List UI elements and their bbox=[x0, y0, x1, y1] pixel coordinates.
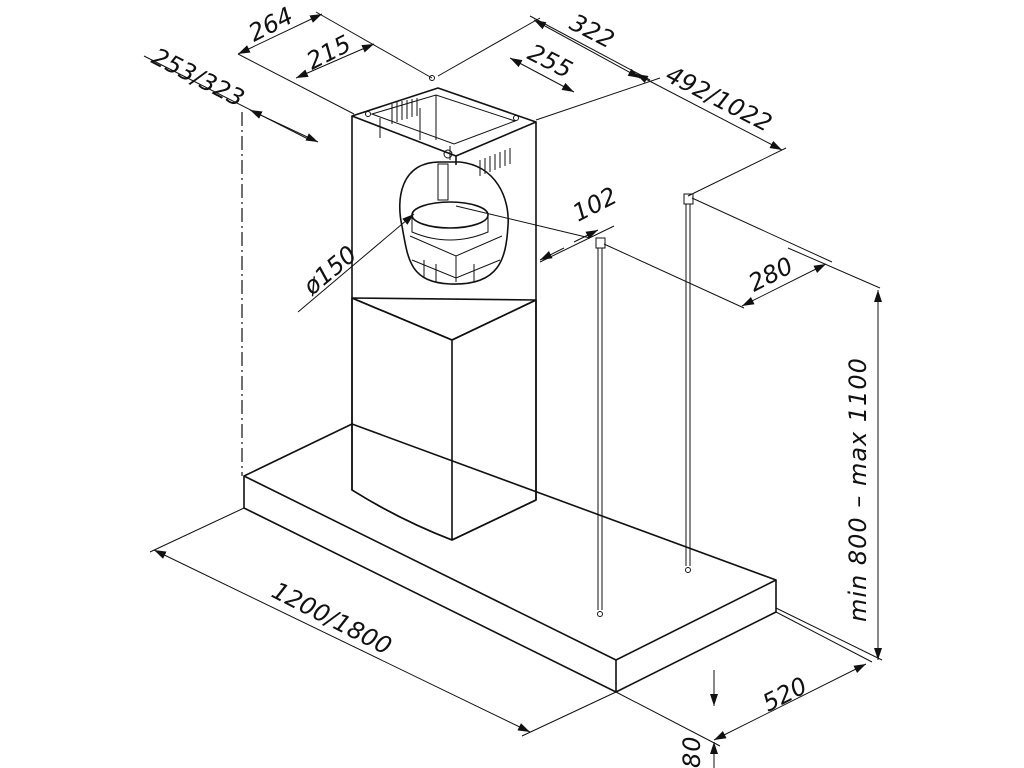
suspension-rod-front bbox=[595, 237, 606, 617]
dim-520: 520 bbox=[615, 611, 873, 747]
label-1200-1800: 1200/1800 bbox=[267, 576, 396, 660]
dim-1200-1800: 1200/1800 bbox=[149, 507, 617, 737]
label-264: 264 bbox=[244, 2, 298, 48]
label-102: 102 bbox=[568, 182, 622, 228]
dim-215: 215 bbox=[295, 30, 375, 79]
label-280: 280 bbox=[744, 252, 798, 298]
dim-492-1022: 492/1022 bbox=[635, 60, 787, 197]
label-height-800-1100: min 800 – max 1100 bbox=[844, 357, 872, 622]
label-255: 255 bbox=[523, 38, 577, 84]
vent-slots-right bbox=[479, 148, 511, 176]
label-80: 80 bbox=[678, 735, 706, 768]
dim-255: 255 bbox=[509, 38, 577, 93]
outlet-cutaway bbox=[399, 161, 509, 285]
label-322: 322 bbox=[565, 8, 619, 54]
label-253-323: 253/323 bbox=[147, 42, 249, 112]
label-215: 215 bbox=[302, 30, 356, 76]
dim-80: 80 bbox=[678, 670, 718, 768]
dim-253-323: 253/323 bbox=[143, 42, 319, 143]
canopy bbox=[243, 423, 777, 693]
label-520: 520 bbox=[758, 672, 812, 718]
upper-chimney bbox=[351, 75, 537, 300]
lower-chimney bbox=[351, 297, 537, 541]
vent-slots-left bbox=[391, 98, 418, 124]
dim-height-800-1100: min 800 – max 1100 bbox=[775, 247, 883, 661]
dim-280: 280 bbox=[603, 197, 833, 309]
label-492-1022: 492/1022 bbox=[661, 60, 776, 137]
suspension-rod-back bbox=[683, 193, 694, 573]
